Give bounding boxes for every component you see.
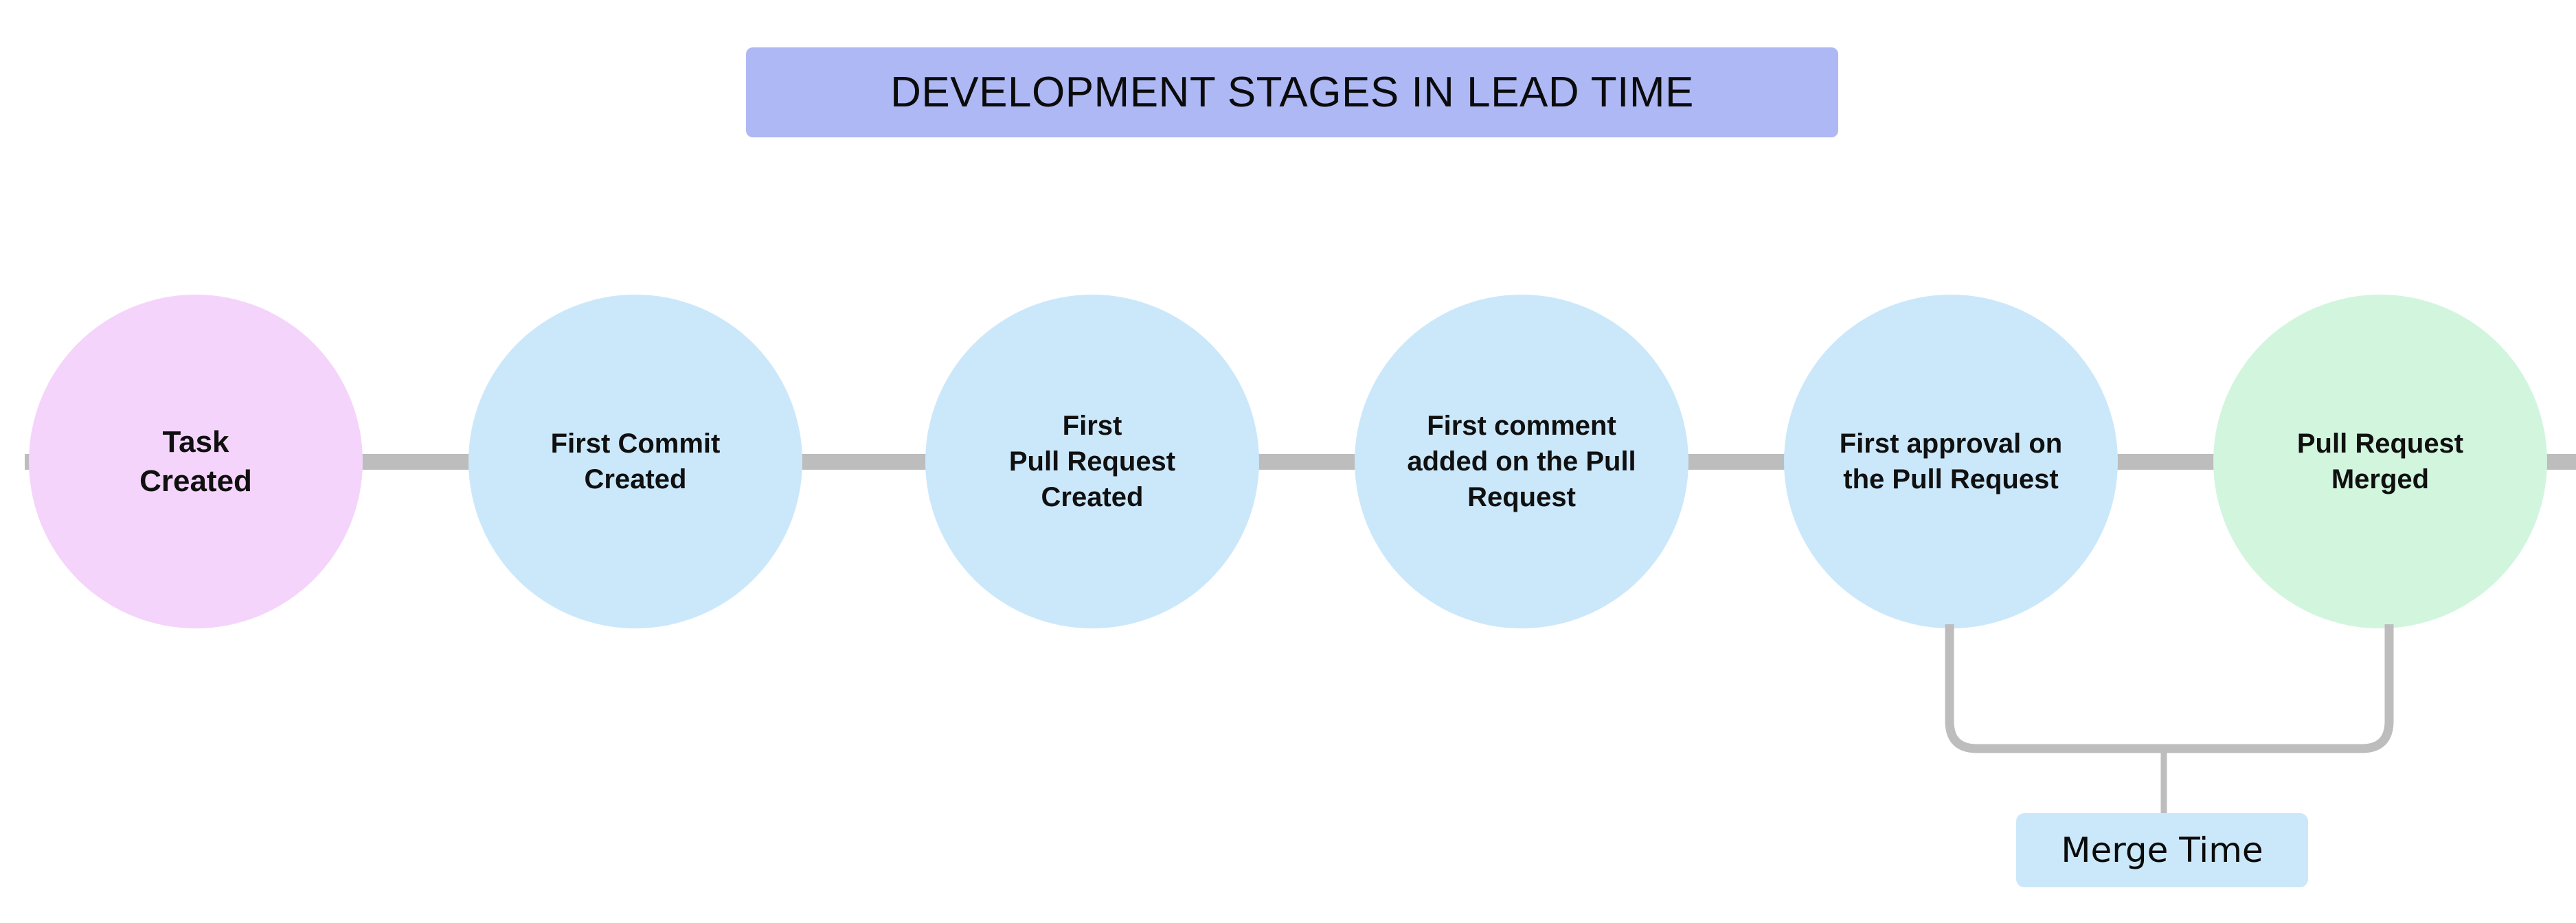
- stage-label-first-commit-created: First Commit Created: [550, 429, 721, 494]
- stage-circle-first-commit-created[interactable]: First Commit Created: [468, 295, 802, 628]
- rail-2-3: [800, 454, 927, 470]
- merge-time-label: Merge Time: [2061, 830, 2263, 870]
- rail-stub-right: [2546, 454, 2576, 470]
- rail-3-4: [1256, 454, 1362, 470]
- stage-circle-pull-request-merged[interactable]: Pull Request Merged: [2213, 295, 2547, 628]
- merge-time-chip: Merge Time: [2016, 813, 2308, 887]
- rail-1-2: [359, 454, 476, 470]
- diagram-title-chip: DEVELOPMENT STAGES IN LEAD TIME: [746, 47, 1838, 137]
- stage-circle-first-pull-request-created[interactable]: First Pull Request Created: [925, 295, 1259, 628]
- stage-label-first-pull-request-created: First Pull Request Created: [1008, 411, 1176, 512]
- stage-circle-first-approval-on-pull-request[interactable]: First approval on the Pull Request: [1784, 295, 2118, 628]
- stage-circle-task-created[interactable]: Task Created: [29, 295, 363, 628]
- stage-label-pull-request-merged: Pull Request Merged: [2296, 429, 2464, 494]
- bracket-path: [1945, 624, 2394, 753]
- page-title: DEVELOPMENT STAGES IN LEAD TIME: [890, 68, 1694, 116]
- stage-circle-first-comment-on-pull-request[interactable]: First comment added on the Pull Request: [1355, 295, 1688, 628]
- rail-5-6: [2114, 454, 2216, 470]
- stage-label-first-comment-on-pull-request: First comment added on the Pull Request: [1407, 411, 1636, 512]
- rail-4-5: [1684, 454, 1791, 470]
- stage-label-first-approval-on-pull-request: First approval on the Pull Request: [1839, 429, 2063, 494]
- stage-label-task-created: Task Created: [139, 424, 252, 498]
